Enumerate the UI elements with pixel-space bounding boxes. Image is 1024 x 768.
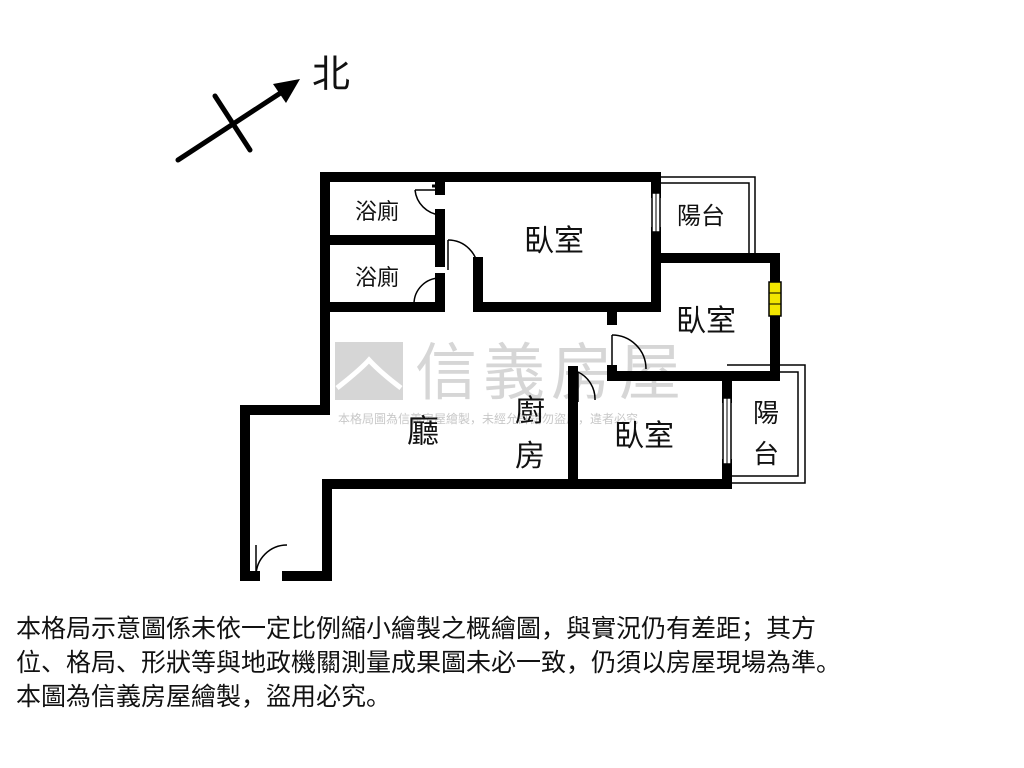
label-kitchen-2: 房 (515, 439, 545, 474)
label-bedroom-2: 臥室 (676, 304, 736, 339)
doors (255, 184, 647, 577)
floor-plan: 北 信義房屋 本格局圖為信義房屋繪製，未經允許請勿盜用，違者必究 (175, 52, 806, 581)
label-bath-2: 浴廁 (355, 266, 399, 291)
label-balcony-2-a: 陽 (753, 399, 779, 429)
watermark: 信義房屋 本格局圖為信義房屋繪製，未經允許請勿盜用，違者必究 (335, 336, 681, 426)
window-bedroom-2 (768, 281, 782, 317)
label-bedroom-3: 臥室 (614, 419, 674, 454)
north-label: 北 (312, 52, 350, 96)
walls (240, 172, 780, 581)
balcony-outline-1 (656, 176, 756, 253)
label-living: 廳 (407, 412, 439, 450)
disclaimer-line-1: 本格局示意圖係未依一定比例縮小繪製之概繪圖，與實況仍有差距；其方 (16, 614, 817, 643)
label-kitchen-1: 廚 (515, 394, 545, 429)
north-arrow-icon (175, 79, 300, 163)
label-bedroom-1: 臥室 (524, 224, 584, 259)
disclaimer-line-3: 本圖為信義房屋繪製，盜用必究。 (16, 682, 392, 711)
disclaimer: 本格局示意圖係未依一定比例縮小繪製之概繪圖，與實況仍有差距；其方 位、格局、形狀… (16, 612, 1016, 714)
label-balcony-2-b: 台 (753, 440, 779, 470)
window-bedroom-1 (651, 192, 661, 233)
label-balcony-1: 陽台 (677, 202, 725, 230)
brand-logo-icon (335, 342, 403, 400)
label-bath-1: 浴廁 (355, 200, 399, 225)
window-bedroom-3 (722, 397, 732, 465)
watermark-notice: 本格局圖為信義房屋繪製，未經允許請勿盜用，違者必究 (338, 411, 638, 426)
disclaimer-line-2: 位、格局、形狀等與地政機關測量成果圖未必一致，仍須以房屋現場為準。 (16, 648, 842, 677)
